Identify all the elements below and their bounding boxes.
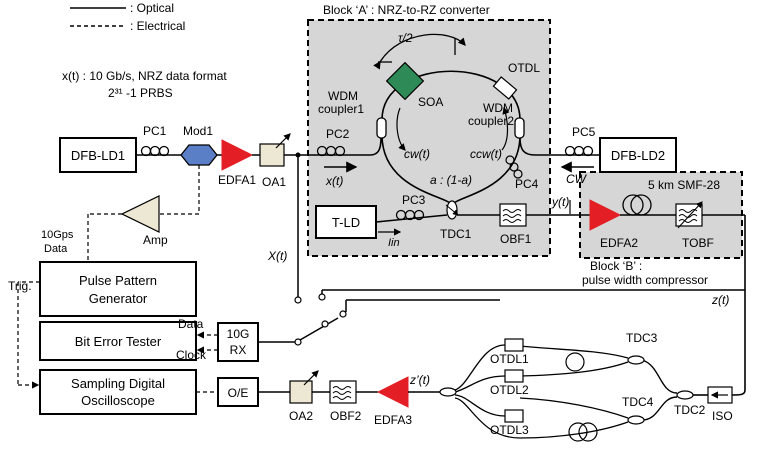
- tdc3-shape: [627, 355, 645, 365]
- tdc3-label: TDC3: [626, 331, 658, 345]
- yt-label: y(t): [551, 195, 569, 209]
- pc4-coils: [505, 155, 523, 179]
- rx-line1: 10G: [227, 327, 250, 341]
- loop: [381, 70, 521, 206]
- wdm2-coupler: [514, 117, 525, 139]
- dfb-ld2-label: DFB-LD2: [611, 148, 665, 163]
- pc3-label: PC3: [402, 193, 426, 207]
- obf2-label: OBF2: [330, 409, 362, 423]
- edfa1-label: EDFA1: [218, 173, 256, 187]
- dfb-ld1-label: DFB-LD1: [71, 148, 125, 163]
- combiner: [439, 387, 457, 397]
- edfa2-label: EDFA2: [600, 236, 638, 250]
- legend: : Optical : Electrical: [70, 1, 185, 33]
- wdm2-line1: WDM: [483, 101, 513, 115]
- pc1-label: PC1: [143, 124, 167, 138]
- oa1-box: [259, 143, 285, 167]
- smf-label: 5 km SMF-28: [648, 178, 720, 192]
- wdm1-line1: WDM: [328, 89, 358, 103]
- data-rate-1: 10Gps: [41, 229, 74, 241]
- edfa3-triangle: [376, 376, 409, 408]
- edfa2-triangle: [589, 199, 622, 231]
- tau-label: τ/2: [398, 31, 413, 45]
- xt-in-label: x(t): [325, 174, 343, 188]
- amp-triangle: [120, 195, 160, 233]
- pc4-label: PC4: [515, 177, 539, 191]
- ccw-label: ccw(t): [470, 147, 502, 161]
- oe-box: [217, 377, 259, 407]
- otdl2-label: OTDL2: [490, 383, 529, 397]
- otdl3-box: [504, 409, 524, 423]
- scope-line1: Sampling Digital: [71, 376, 165, 391]
- ppg-box: [39, 261, 197, 317]
- wdm1-coupler: [376, 117, 387, 139]
- pc1-coils: [140, 145, 170, 157]
- rx-line2: RX: [230, 343, 247, 357]
- oa2-box: [289, 380, 313, 404]
- clock-label: Clock: [176, 348, 207, 362]
- iin-label: Iin: [388, 237, 400, 249]
- otdl1-label: OTDL1: [490, 352, 529, 366]
- tdc4-shape: [627, 415, 645, 425]
- iso-label: ISO: [712, 409, 733, 423]
- tld-label: T-LD: [332, 215, 360, 230]
- obf1-label: OBF1: [500, 232, 532, 246]
- tdc4-label: TDC4: [622, 395, 654, 409]
- block-b-title-2: pulse width compressor: [582, 273, 708, 287]
- otdl1-box: [504, 338, 524, 352]
- bert-box: [39, 321, 197, 361]
- pc3-coils: [395, 209, 425, 221]
- legend-electrical: : Electrical: [130, 19, 185, 33]
- oa2-label: OA2: [289, 409, 313, 423]
- trig-label: Trig.: [8, 279, 32, 293]
- cw-in-label: CW: [566, 172, 588, 186]
- block-a-title: Block ‘A’ : NRZ-to-RZ converter: [323, 3, 490, 17]
- zt-label: z(t): [711, 293, 729, 307]
- oa1-label: OA1: [262, 175, 286, 189]
- tdc1-label: TDC1: [440, 227, 472, 241]
- edfa3-label: EDFA3: [374, 413, 412, 427]
- bert-label: Bit Error Tester: [75, 334, 162, 349]
- edfa1-triangle: [221, 139, 254, 171]
- dfb-ld2-box: [599, 137, 677, 173]
- tdc2-shape: [676, 390, 694, 400]
- smf-spool-a: [622, 194, 644, 216]
- otdl-label: OTDL: [508, 61, 540, 75]
- oe-label: O/E: [228, 386, 249, 400]
- cw-label: cw(t): [404, 147, 430, 161]
- smf-spool-b: [630, 194, 652, 216]
- soa-label: SOA: [418, 95, 443, 109]
- mod1-label: Mod1: [183, 124, 213, 138]
- zprime-label: z’(t): [409, 373, 430, 387]
- mod1-shape: [180, 144, 218, 166]
- wdm2-line2: coupler2: [468, 114, 514, 128]
- signal-desc-1: x(t) : 10 Gb/s, NRZ data format: [62, 69, 227, 83]
- data-label: Data: [178, 317, 204, 331]
- amp-label: Amp: [143, 233, 168, 247]
- otdl3-label: OTDL3: [490, 423, 529, 437]
- tdc2-label: TDC2: [674, 403, 706, 417]
- legend-optical: : Optical: [130, 1, 174, 15]
- tobf-label: TOBF: [682, 236, 714, 250]
- wdm1-line2: coupler1: [318, 102, 364, 116]
- pc2-coils: [316, 145, 346, 157]
- scope-line2: Oscilloscope: [81, 393, 155, 408]
- ratio-label: a : (1-a): [430, 173, 472, 187]
- block-b-title-1: Block ‘B’ :: [590, 259, 642, 273]
- signal-desc-2: 2³¹ -1 PRBS: [108, 86, 173, 100]
- otdl-loop: [492, 76, 518, 100]
- pc2-label: PC2: [326, 127, 350, 141]
- pc5-coils: [564, 145, 594, 157]
- data-rate-2: Data: [44, 243, 68, 255]
- otdl2-box: [504, 369, 524, 383]
- pc5-label: PC5: [572, 125, 596, 139]
- Xt-label: X(t): [267, 249, 287, 263]
- soa-shape: [385, 61, 425, 101]
- ppg-line1: Pulse Pattern: [79, 273, 157, 288]
- ppg-line2: Generator: [89, 291, 148, 306]
